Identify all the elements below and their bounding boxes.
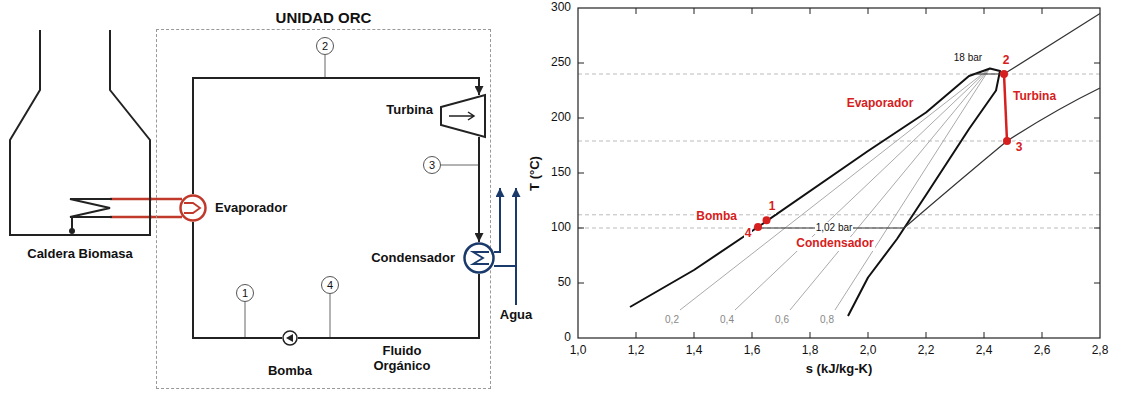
callout-leaders	[245, 55, 479, 338]
node-label: 4	[327, 279, 333, 292]
isobar-label: 18 bar	[953, 52, 983, 64]
turb-symbol	[441, 95, 485, 137]
pipe-connector	[298, 274, 479, 338]
state-number: 3	[1015, 141, 1024, 155]
pump-symbol	[282, 330, 298, 346]
axis-title: s (kJ/kg-K)	[806, 362, 872, 377]
ts-chart	[578, 8, 1100, 338]
tick-label: 1,4	[686, 344, 703, 358]
cooling-water	[494, 188, 516, 305]
node-label: Turbina	[386, 103, 433, 118]
tick-label: 0	[564, 331, 571, 345]
turbine: Turbina	[441, 95, 485, 137]
node-label: Evaporador	[215, 201, 287, 216]
tick-label: 2,4	[976, 344, 993, 358]
state-number: 2	[1002, 54, 1011, 68]
tick-label: 250	[551, 56, 571, 70]
tick-label: 2,6	[1034, 344, 1051, 358]
tick-label: 1,6	[744, 344, 761, 358]
tick-label: 150	[551, 166, 571, 180]
quality-label: 0,6	[775, 314, 789, 326]
node-label: 1	[242, 287, 248, 300]
orc-unit-frame: UNIDAD ORC2TurbinaEvaporador3Condensador…	[157, 30, 490, 388]
cond-symbol	[463, 242, 495, 274]
water-label: Agua	[500, 308, 533, 323]
axis-title: T (°C)	[528, 156, 543, 191]
flow-label: Fluido Orgánico	[367, 344, 437, 374]
tick-label: 2,8	[1092, 344, 1109, 358]
node-label: Bomba	[268, 364, 312, 379]
process-label: Condensador	[795, 237, 874, 251]
pipe-connector	[193, 78, 479, 194]
caldera-symbol	[10, 30, 150, 235]
callout-number: 3	[423, 156, 441, 174]
tick-label: 200	[551, 111, 571, 125]
tick-label: 2,0	[860, 344, 877, 358]
state-number: 4	[744, 227, 753, 241]
isobar-label: 1,02 bar	[815, 222, 854, 234]
tick-label: 2,2	[918, 344, 935, 358]
tick-label: 1,8	[802, 344, 819, 358]
callout-number: 1	[236, 284, 254, 302]
evap-symbol	[179, 194, 207, 222]
tick-label: 1,0	[570, 344, 587, 358]
process-label: Turbina	[1012, 90, 1057, 104]
condenser: Condensador	[463, 242, 495, 274]
quality-label: 0,2	[665, 314, 679, 326]
evaporator: Evaporador	[179, 194, 207, 222]
biomass-boiler: Caldera Biomasa	[10, 30, 150, 235]
node-label: 3	[429, 159, 435, 172]
tick-label: 300	[551, 1, 571, 15]
callout-number: 2	[316, 37, 334, 55]
boiler-coil	[69, 199, 152, 234]
callout-number: 4	[321, 276, 339, 294]
state-number: 1	[768, 200, 777, 214]
node-label: UNIDAD ORC	[276, 9, 372, 26]
quality-label: 0,4	[720, 314, 734, 326]
node-label: Condensador	[371, 251, 455, 266]
process-label: Bomba	[695, 210, 738, 224]
node-label: Caldera Biomasa	[27, 247, 133, 262]
tick-label: 50	[558, 276, 571, 290]
tick-label: 100	[551, 221, 571, 235]
node-label: 2	[322, 40, 328, 53]
process-label: Evaporador	[846, 97, 915, 111]
pipe-connector	[478, 137, 480, 242]
pipe-connector	[193, 222, 282, 338]
tick-label: 1,2	[628, 344, 645, 358]
pipe-connector	[150, 199, 182, 217]
quality-label: 0,8	[820, 314, 834, 326]
pump: Bomba	[282, 330, 298, 346]
